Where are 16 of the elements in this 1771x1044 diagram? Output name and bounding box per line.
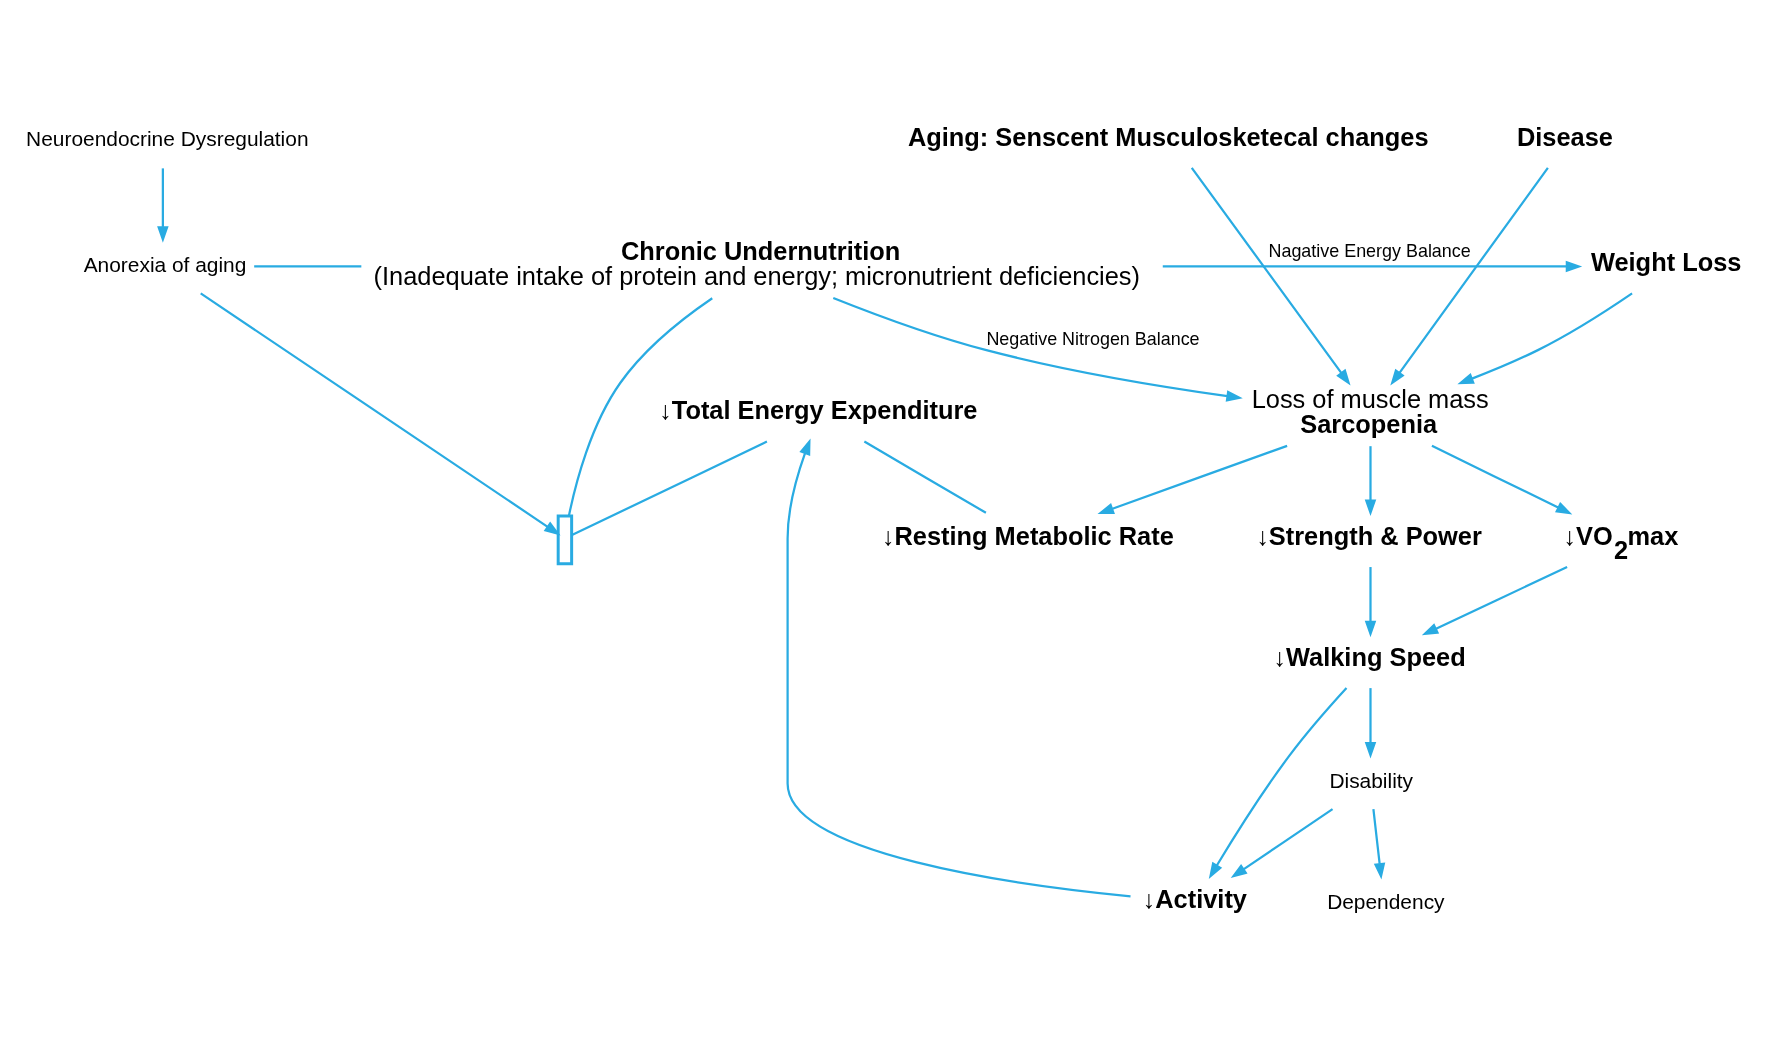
node-text: ↓Resting Metabolic Rate	[881, 521, 1174, 550]
edge-label: Negative Nitrogen Balance	[986, 329, 1200, 350]
node-text: ↓Activity	[1142, 884, 1247, 913]
node-text: ↓Strength & Power	[1256, 521, 1482, 550]
node-text: Loss of muscle mass Sarcopenia	[1251, 384, 1489, 439]
node-text: Disease	[1516, 122, 1613, 151]
node-text: Disability	[1329, 768, 1414, 792]
node-text: Aging: Senscent Musculosketecal changes	[907, 122, 1429, 151]
node-text: Chronic Undernutrition (Inadequate intake of protein and energy; micronutrient deficiencies)	[373, 236, 1141, 291]
node-text: Weight Loss	[1590, 248, 1742, 277]
node-text: ↓Total Energy Expenditure	[659, 396, 978, 425]
node-text: ↓Walking Speed	[1273, 642, 1466, 671]
node-text: Anorexia of aging	[83, 252, 247, 276]
node-text: Dependency	[1327, 889, 1445, 913]
node-text: Neuroendocrine Dysregulation	[26, 127, 309, 151]
edge-label: Nagative Energy Balance	[1268, 240, 1471, 261]
